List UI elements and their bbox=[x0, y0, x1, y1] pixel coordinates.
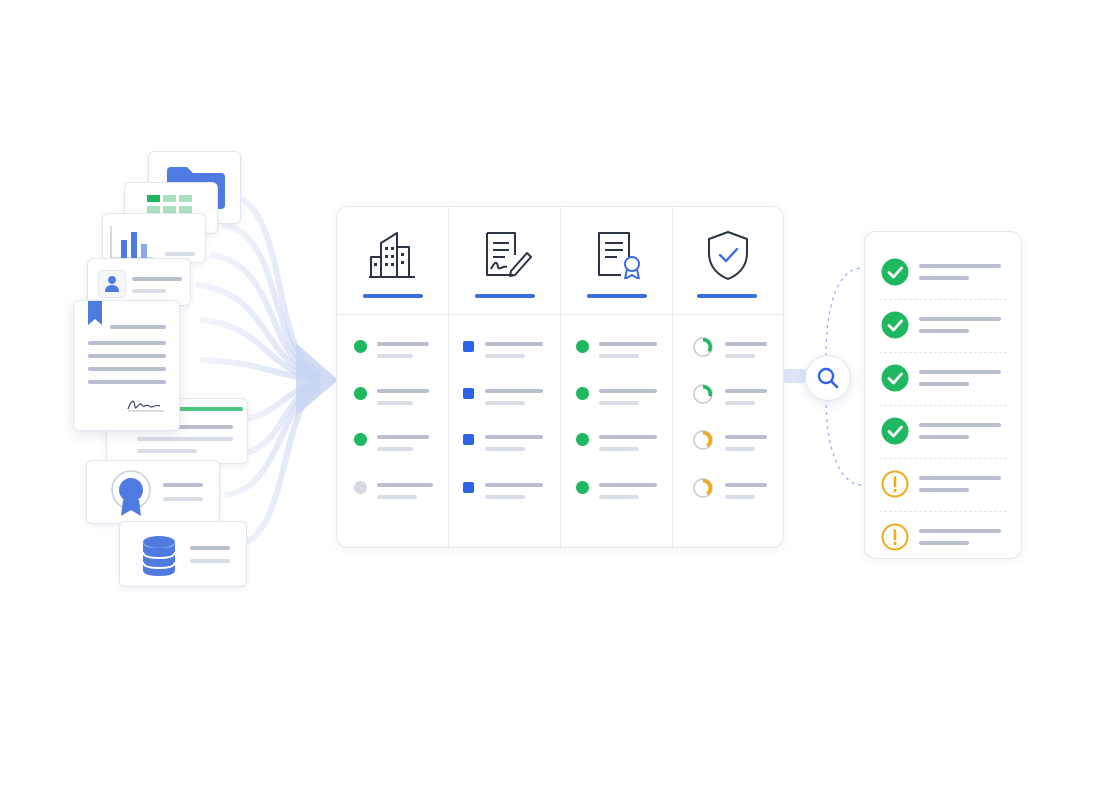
search-icon bbox=[817, 367, 839, 389]
building-icon bbox=[369, 232, 415, 278]
status-dot-green bbox=[354, 387, 367, 400]
signed-document-icon bbox=[486, 232, 532, 277]
analysis-table bbox=[336, 206, 784, 548]
progress-ring bbox=[693, 430, 713, 450]
column-header-bar bbox=[475, 294, 535, 298]
progress-ring bbox=[693, 384, 713, 404]
progress-ring bbox=[693, 337, 713, 357]
warning-circle-icon bbox=[881, 470, 909, 498]
profile-card bbox=[87, 258, 191, 306]
status-dot-green bbox=[354, 433, 367, 446]
flow-arrow-head bbox=[296, 343, 338, 416]
shield-check-icon bbox=[708, 231, 748, 280]
lined-document-icon bbox=[177, 407, 243, 411]
database-icon bbox=[142, 536, 176, 576]
status-square bbox=[463, 388, 474, 399]
status-dot-green bbox=[576, 340, 589, 353]
check-circle-icon bbox=[881, 311, 909, 339]
status-square bbox=[463, 434, 474, 445]
bar-chart-icon bbox=[110, 226, 153, 259]
profile-icon bbox=[105, 276, 119, 292]
warning-circle-icon bbox=[881, 523, 909, 551]
status-dot-green bbox=[576, 481, 589, 494]
certificate-badge-icon bbox=[111, 470, 151, 516]
certificate-card bbox=[86, 460, 220, 524]
status-square bbox=[463, 341, 474, 352]
column-header-bar bbox=[363, 294, 423, 298]
check-circle-icon bbox=[881, 364, 909, 392]
profile-avatar bbox=[98, 270, 126, 298]
database-card bbox=[119, 521, 247, 587]
signed-document-card bbox=[73, 300, 180, 431]
column-header-bar bbox=[697, 294, 757, 298]
status-dot-green bbox=[576, 387, 589, 400]
check-circle-icon bbox=[881, 258, 909, 286]
bar-chart-card bbox=[102, 213, 206, 263]
column-header-bar bbox=[587, 294, 647, 298]
status-square bbox=[463, 482, 474, 493]
status-dot-green bbox=[354, 340, 367, 353]
check-circle-icon bbox=[881, 417, 909, 445]
status-dot-green bbox=[576, 433, 589, 446]
search-node[interactable] bbox=[805, 355, 851, 401]
signature-icon bbox=[127, 400, 164, 412]
progress-ring bbox=[693, 478, 713, 498]
certificate-icon bbox=[598, 232, 640, 279]
bookmark-icon bbox=[88, 301, 102, 325]
results-panel bbox=[864, 231, 1022, 559]
status-dot-grey bbox=[354, 481, 367, 494]
